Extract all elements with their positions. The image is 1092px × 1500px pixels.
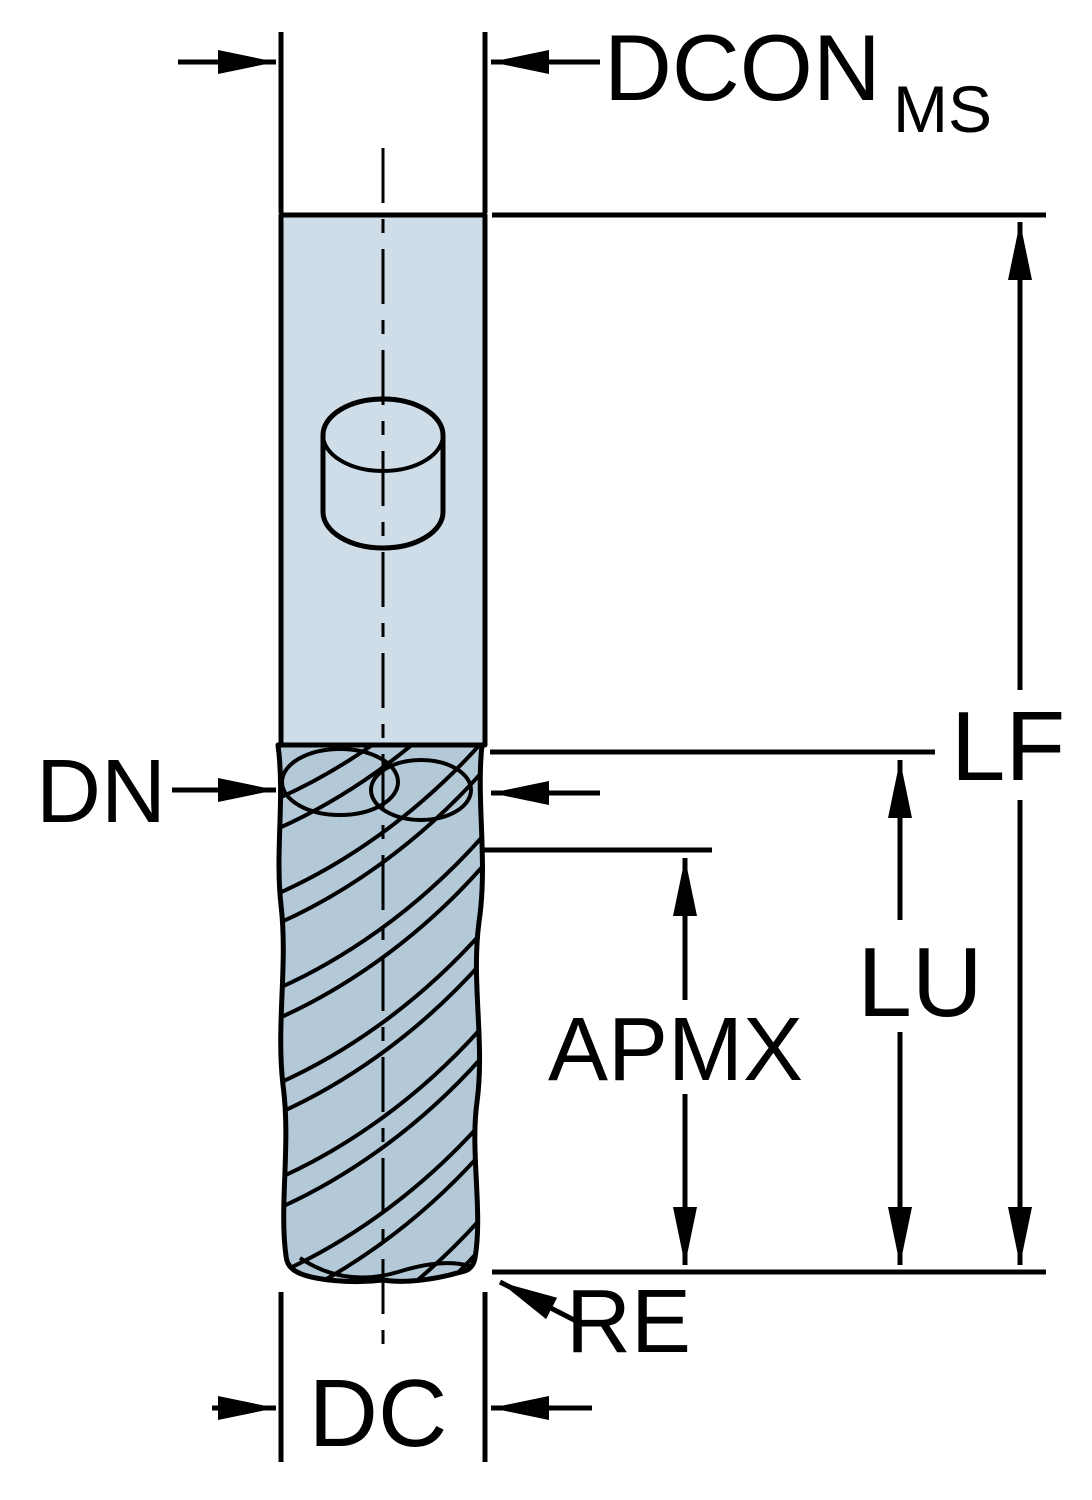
dcon-label: DCON <box>604 15 881 120</box>
flute-top-loop-right <box>369 758 473 822</box>
flute-body <box>275 742 485 1285</box>
end-tooth-arc-right <box>397 1261 471 1274</box>
end-tooth-arc-left <box>298 1256 399 1280</box>
apmx-label: APMX <box>548 1000 803 1100</box>
dcon-subscript-label: MS <box>893 72 992 146</box>
re-leader-arrow <box>498 1279 580 1325</box>
lu-label: LU <box>857 927 982 1037</box>
flute-top-loop-left <box>280 747 400 817</box>
dc-label: DC <box>309 1360 448 1467</box>
lf-label: LF <box>951 691 1065 801</box>
re-label: RE <box>566 1272 691 1372</box>
dn-label: DN <box>36 742 166 842</box>
flute-helix-lines <box>278 745 483 1282</box>
